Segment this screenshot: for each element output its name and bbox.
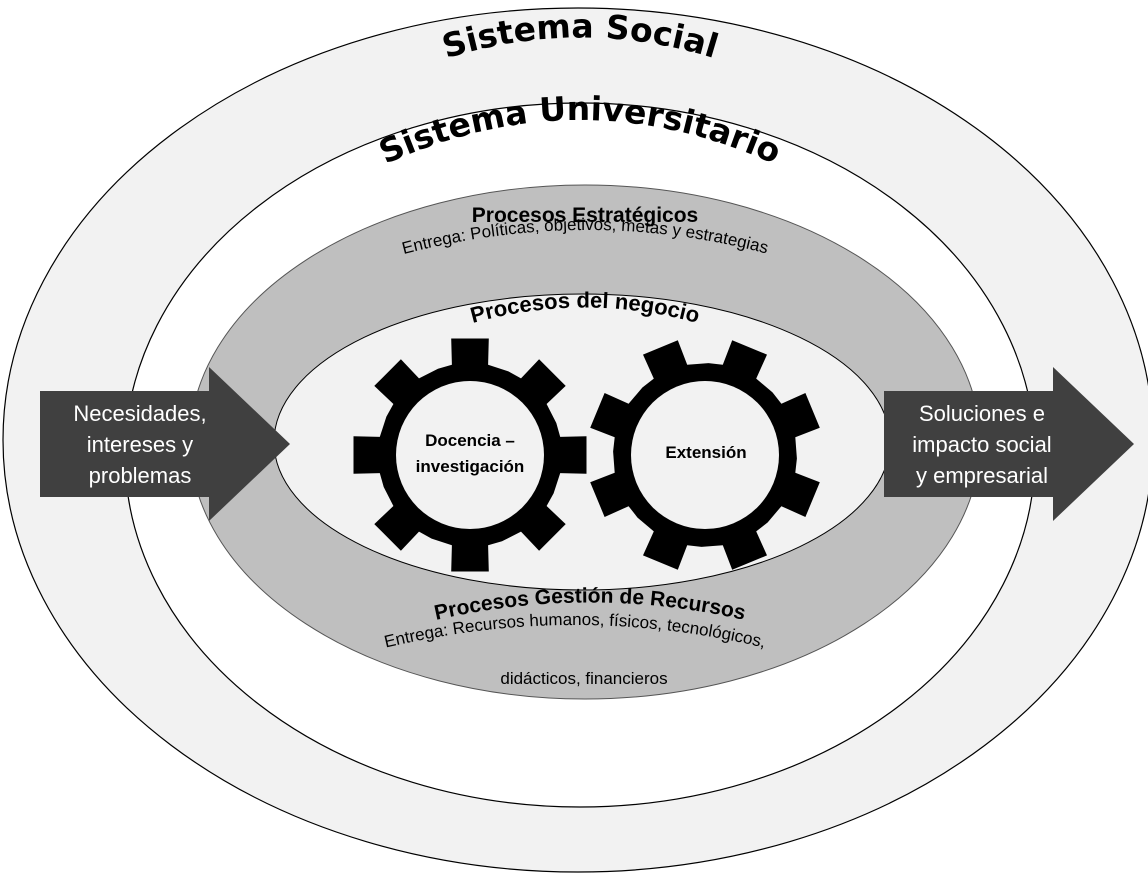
gear-left-icon [353,338,587,572]
input-arrow-icon [40,367,290,521]
extension-label: Extensión [665,443,746,462]
output-arrow-icon [884,367,1134,521]
input-arrow-line1: Necesidades, [73,401,206,426]
resources-deliverable-line2: didácticos, financieros [500,669,667,688]
output-arrow-line3: y empresarial [916,463,1048,488]
output-arrow-line1: Soluciones e [919,401,1045,426]
input-arrow-line2: intereses y [87,432,193,457]
gear-hub [631,381,779,529]
strategic-processes-title: Procesos Estratégicos [472,204,698,227]
output-arrow-line2: impacto social [912,432,1051,457]
input-arrow-line3: problemas [89,463,192,488]
gear-hub [396,381,544,529]
teaching-research-label-line1: Docencia – [425,431,515,450]
gear-right-icon [590,340,820,570]
teaching-research-label-line2: investigación [416,457,525,476]
